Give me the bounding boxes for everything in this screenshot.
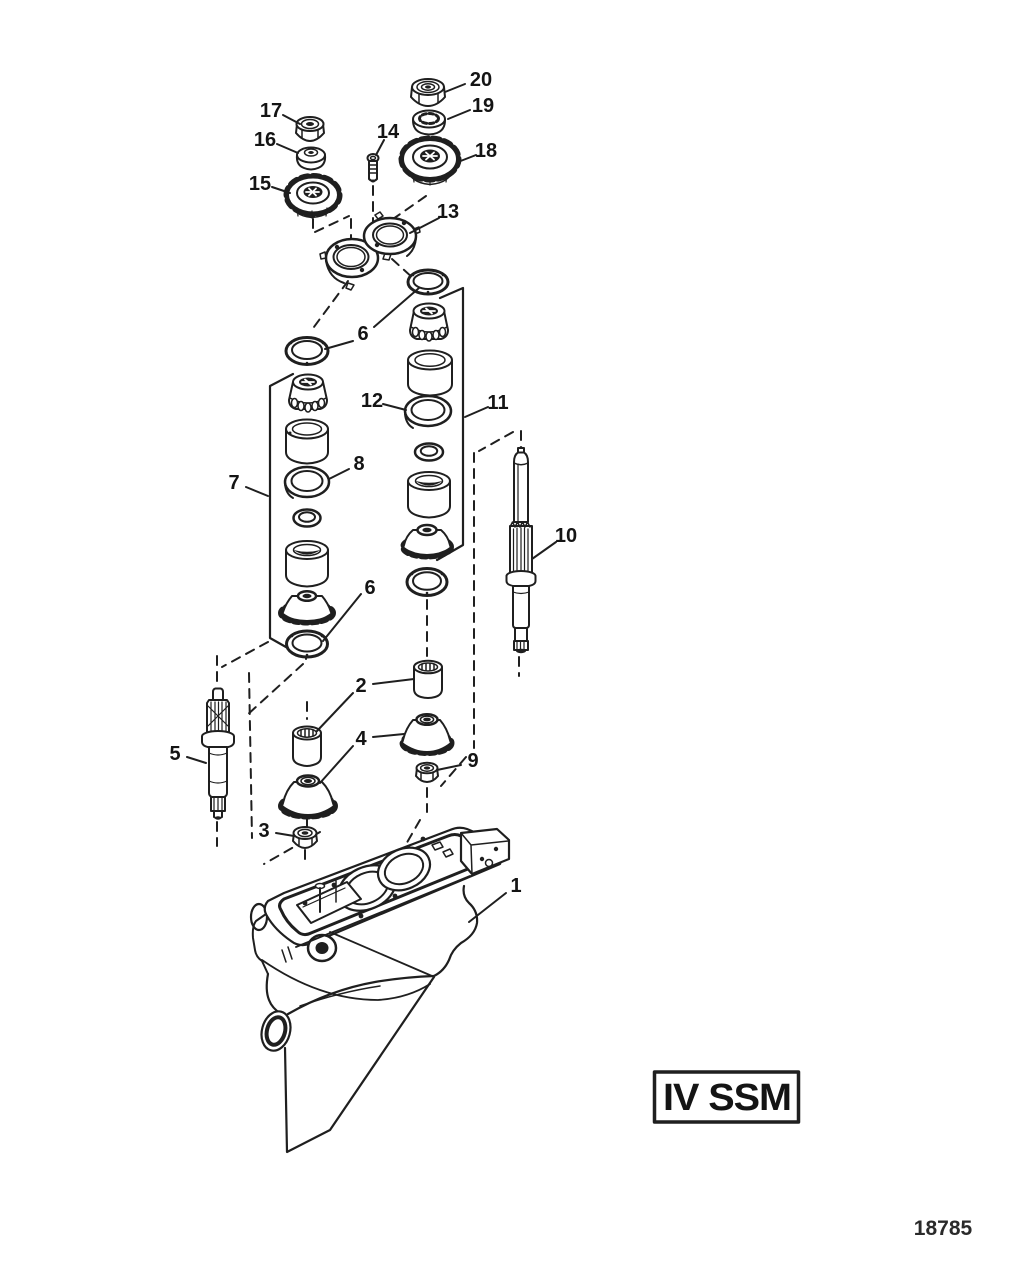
part-4-bevel-gear-right (399, 712, 455, 756)
part-9-nut (415, 761, 439, 783)
part-7-group-bracket (268, 372, 295, 653)
callout-number-1: 1 (510, 875, 521, 897)
type-badge: IV SSM (652, 1070, 801, 1124)
callout-leader-20 (444, 83, 466, 93)
part-2-roller-bearing-left (292, 725, 322, 767)
callout-leader-2 (372, 678, 415, 685)
part-1-gear-housing (249, 826, 511, 1154)
callout-leader-13 (409, 217, 440, 234)
footer-drawing-number: 18785 (914, 1217, 973, 1240)
part-3-nut (292, 826, 318, 849)
callout-leader-5 (186, 756, 207, 764)
callout-leader-4 (372, 733, 405, 738)
part-14-screw (366, 153, 380, 183)
ball-bearing-left (285, 540, 329, 588)
part-18-pinion-gear (398, 135, 462, 186)
bevel-pinion-right (400, 523, 454, 560)
bevel-pinion-left (278, 589, 336, 626)
type-badge-box (652, 1070, 801, 1124)
callout-leader-8 (328, 468, 350, 480)
callout-leader-12 (382, 403, 407, 411)
callout-leader-3 (275, 832, 295, 837)
callout-leader-6 (324, 340, 354, 350)
callout-number-10: 10 (555, 525, 577, 547)
callout-leader-2 (316, 692, 354, 732)
callout-number-14: 14 (377, 121, 400, 143)
callout-leader-10 (531, 541, 557, 560)
callout-number-3: 3 (258, 820, 269, 842)
ring-right-top (406, 268, 450, 296)
callout-leader-7 (245, 486, 269, 497)
part-17-locknut (295, 116, 325, 142)
callout-number-7: 7 (228, 472, 239, 494)
callout-number-16: 16 (254, 129, 276, 151)
bearing-sleeve-left (285, 418, 329, 465)
callout-leader-4 (319, 745, 354, 784)
callout-number-6: 6 (357, 323, 368, 345)
callout-number-19: 19 (472, 95, 494, 117)
part-5-driveshaft (201, 687, 235, 820)
small-ring-right (413, 442, 445, 462)
callout-number-2: 2 (355, 675, 366, 697)
part-20-pinion-locknut (410, 78, 446, 107)
callout-leader-14 (375, 139, 385, 156)
callout-number-11: 11 (487, 392, 508, 414)
part-15-gear (283, 173, 343, 219)
callout-number-9: 9 (467, 750, 478, 772)
callout-number-13: 13 (437, 201, 459, 223)
bearing-sleeve-right (407, 349, 453, 397)
assembly-centerlines (216, 185, 522, 865)
callout-number-5: 5 (169, 743, 180, 765)
callout-number-18: 18 (475, 140, 497, 162)
small-ring-left (292, 508, 322, 528)
callout-leader-1 (468, 892, 507, 923)
callout-leader-19 (447, 109, 471, 120)
part-8-seal-ring (283, 465, 331, 499)
callout-leader-17 (282, 114, 301, 125)
callout-leader-18 (457, 154, 477, 163)
callout-leader-9 (436, 764, 462, 771)
part-13-bearing-retainers (319, 211, 421, 291)
part-10-driveshaft (505, 446, 537, 654)
callout-number-6: 6 (364, 577, 375, 599)
callout-number-15: 15 (249, 173, 271, 195)
callout-leader-6 (373, 287, 420, 328)
part-6-ring-left-top (284, 336, 330, 366)
part-2-roller-bearing-right (413, 659, 443, 699)
type-badge-label: IV SSM (663, 1077, 791, 1119)
callout-leader-6 (322, 593, 362, 642)
ball-bearing-right (407, 471, 451, 519)
callout-number-4: 4 (355, 728, 367, 750)
callout-number-8: 8 (353, 453, 364, 475)
callout-leader-15 (271, 186, 291, 194)
tapered-roller-bearing-right (409, 302, 449, 342)
part-6-ring-right (405, 567, 449, 597)
callout-number-20: 20 (470, 69, 492, 91)
part-6-ring-left-bottom (285, 629, 329, 659)
callout-leader-11 (464, 406, 489, 418)
callout-number-17: 17 (260, 100, 282, 122)
part-4-bevel-gear-left (278, 774, 338, 820)
callout-leader-16 (276, 143, 299, 154)
part-12-seal-ring (403, 394, 453, 429)
callout-number-12: 12 (361, 390, 383, 412)
part-19-tab-washer (412, 109, 446, 136)
part-16-thrust-washer (295, 146, 327, 171)
tapered-roller-bearing-left (288, 373, 328, 413)
